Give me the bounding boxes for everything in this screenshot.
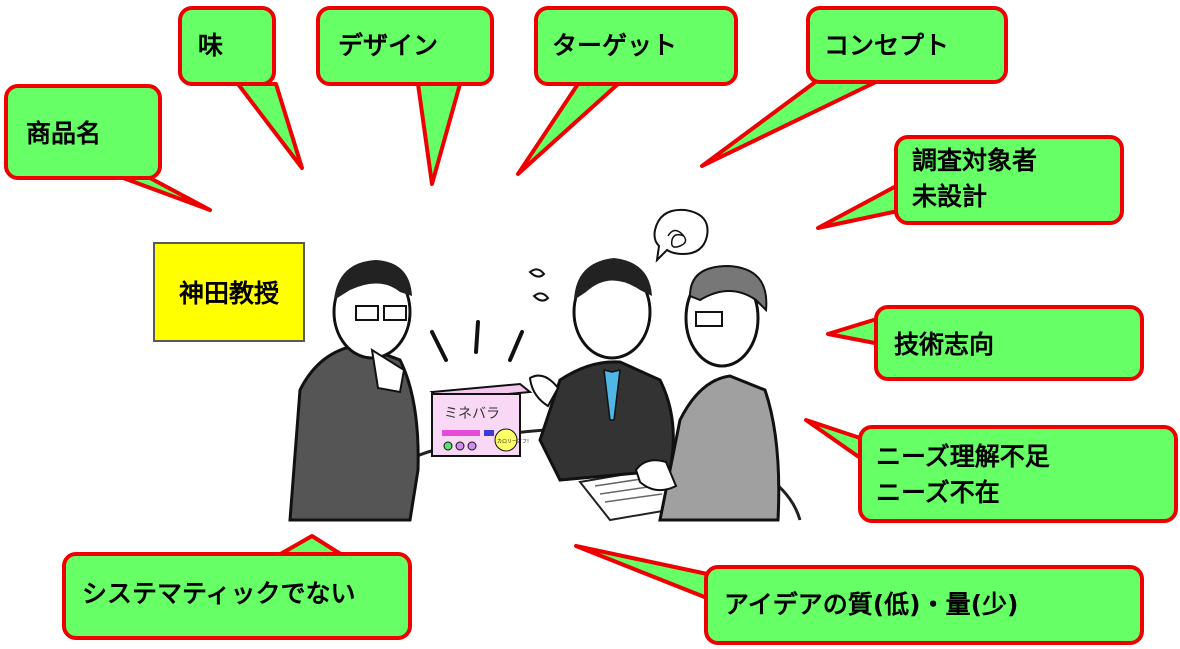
name-tag-professor: 神田教授	[153, 242, 305, 342]
bubble-design-text: デザイン	[338, 31, 439, 60]
bubble-tail-needs	[804, 418, 868, 464]
bubble-design: デザイン	[316, 6, 494, 86]
product-box-name: ミネバラ	[444, 406, 500, 422]
middle-man-figure	[528, 258, 675, 482]
bubble-tech: 技術志向	[874, 305, 1144, 381]
bubble-target: ターゲット	[534, 6, 738, 86]
bubble-survey-line1: 調査対象者	[912, 146, 1038, 175]
bubble-taste: 味	[178, 6, 276, 86]
bubble-survey: 調査対象者 未設計	[894, 135, 1124, 225]
bubble-tail-concept	[700, 78, 882, 168]
bubble-needs-line2: ニーズ不在	[876, 478, 1000, 507]
product-box-badge: カロリーオフ!	[497, 439, 529, 445]
bubble-systematic-text: システマティックでない	[82, 579, 356, 608]
bubble-idea-text: アイデアの質(低)・量(少)	[724, 590, 1019, 619]
bubble-tail-target	[516, 82, 620, 176]
bubble-concept-text: コンセプト	[824, 31, 950, 60]
bubble-tail-product-name	[116, 174, 212, 212]
bubble-target-text: ターゲット	[552, 31, 678, 60]
bubble-survey-line2: 未設計	[912, 182, 988, 211]
bubble-idea: アイデアの質(低)・量(少)	[704, 565, 1144, 645]
bubble-concept: コンセプト	[806, 6, 1008, 84]
bubble-taste-text: 味	[198, 31, 224, 60]
bubble-tail-idea	[574, 544, 714, 602]
bubble-tail-tech	[826, 316, 882, 346]
bubble-needs: ニーズ理解不足 ニーズ不在	[858, 425, 1178, 523]
bubble-needs-line1: ニーズ理解不足	[876, 442, 1050, 471]
bubble-tech-text: 技術志向	[894, 330, 995, 359]
bubble-product-name: 商品名	[4, 84, 162, 180]
bubble-systematic: システマティックでない	[62, 552, 412, 640]
bubble-product-name-text: 商品名	[26, 119, 102, 148]
name-tag-text: 神田教授	[178, 279, 279, 308]
confusion-balloon	[653, 208, 709, 263]
product-box: ミネバラ カロリーオフ!	[429, 382, 533, 457]
right-man-figure	[634, 264, 781, 522]
bubble-tail-design	[416, 82, 462, 186]
professor-figure	[288, 260, 420, 522]
bubble-tail-taste	[236, 82, 304, 170]
